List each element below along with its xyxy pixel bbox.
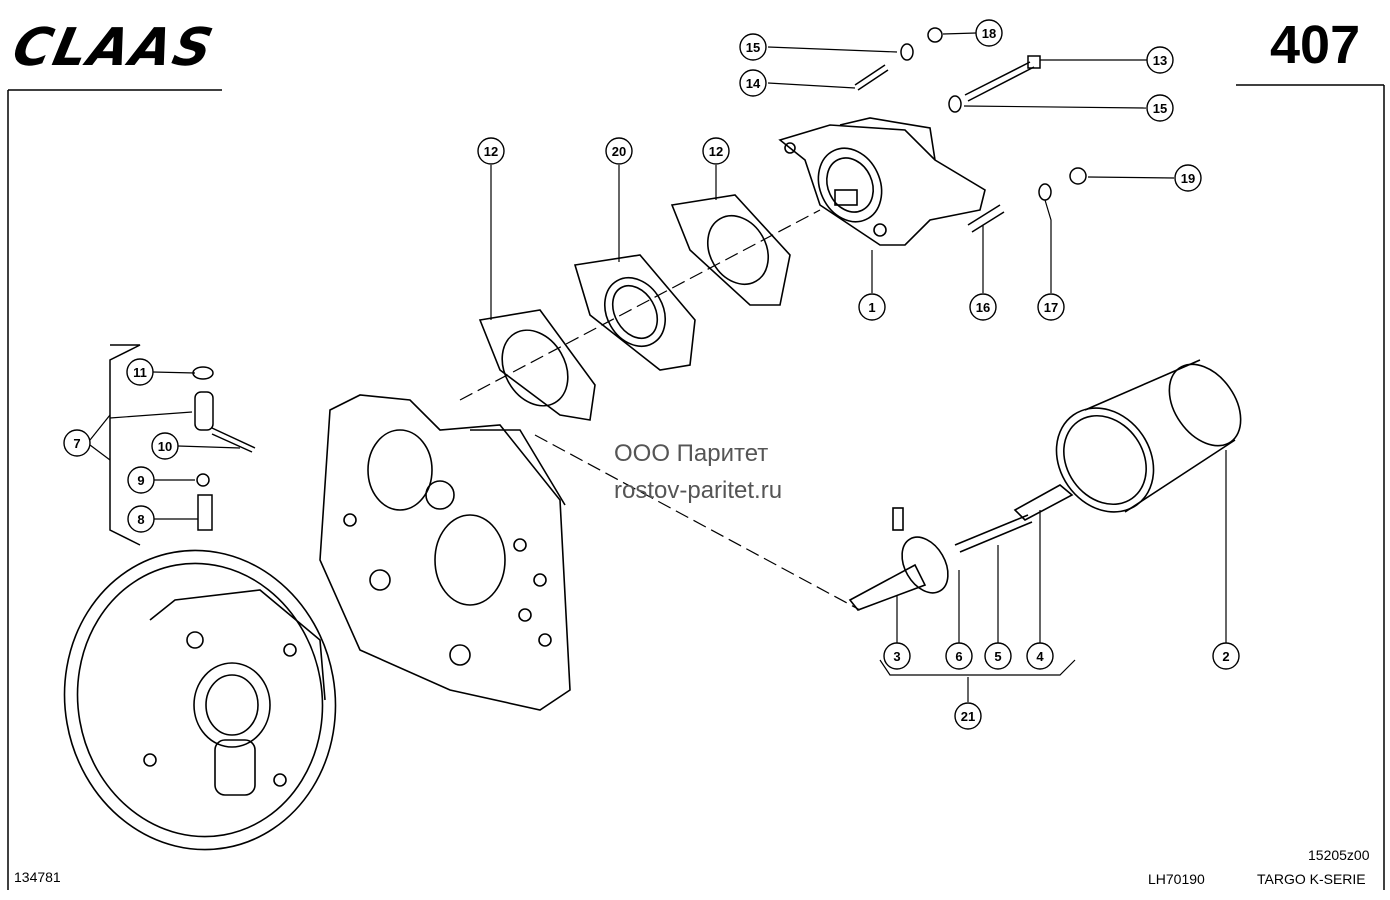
callout-label: 18 bbox=[982, 26, 996, 41]
callout-markers: 15 18 13 14 15 12 20 12 19 1 16 17 11 7 … bbox=[63, 19, 1240, 730]
callout-6: 6 bbox=[945, 642, 973, 670]
filter-and-valve bbox=[848, 359, 1242, 611]
callout-17: 17 bbox=[1037, 293, 1065, 321]
callout-3: 3 bbox=[883, 642, 911, 670]
callout-label: 7 bbox=[73, 436, 80, 451]
callout-label: 13 bbox=[1153, 53, 1167, 68]
page-number: 407 bbox=[1270, 15, 1361, 75]
callout-20: 20 bbox=[605, 137, 633, 165]
callout-15-top: 15 bbox=[739, 33, 767, 61]
gaskets-and-flange bbox=[478, 194, 791, 421]
callout-11: 11 bbox=[126, 358, 154, 386]
callout-label: 19 bbox=[1181, 171, 1195, 186]
callout-label: 9 bbox=[137, 473, 144, 488]
callout-label: 3 bbox=[893, 649, 900, 664]
callout-label: 15 bbox=[1153, 101, 1167, 116]
callout-9: 9 bbox=[127, 466, 155, 494]
callout-12-left: 12 bbox=[477, 137, 505, 165]
transmission-housing bbox=[319, 394, 571, 711]
callout-label: 21 bbox=[961, 709, 975, 724]
callout-label: 8 bbox=[137, 512, 144, 527]
callout-label: 11 bbox=[133, 365, 147, 380]
callout-14: 14 bbox=[739, 69, 767, 97]
callout-label: 5 bbox=[994, 649, 1001, 664]
relief-valve-parts bbox=[109, 344, 256, 546]
callout-15-right: 15 bbox=[1146, 94, 1174, 122]
leader-lines bbox=[89, 32, 1227, 702]
watermark-company: ООО Паритет bbox=[614, 440, 769, 467]
callout-5: 5 bbox=[984, 642, 1012, 670]
series-label: TARGO K-SERIE bbox=[1257, 871, 1366, 887]
footer-left-code: 134781 bbox=[14, 869, 61, 885]
callout-16: 16 bbox=[969, 293, 997, 321]
frame bbox=[7, 84, 1385, 890]
callout-12-right: 12 bbox=[702, 137, 730, 165]
watermark-website: rostov-paritet.ru bbox=[614, 477, 783, 504]
footer-center-code: LH70190 bbox=[1148, 871, 1205, 887]
callout-label: 6 bbox=[955, 649, 962, 664]
callout-13: 13 bbox=[1146, 46, 1174, 74]
callout-4: 4 bbox=[1026, 642, 1054, 670]
callout-label: 4 bbox=[1036, 649, 1044, 664]
callout-2: 2 bbox=[1212, 642, 1240, 670]
callout-label: 16 bbox=[976, 300, 990, 315]
claas-logo: CLAAS bbox=[7, 18, 220, 78]
hydraulic-pump bbox=[778, 117, 986, 246]
callout-label: 10 bbox=[158, 439, 172, 454]
callout-label: 2 bbox=[1222, 649, 1229, 664]
callout-7: 7 bbox=[63, 429, 91, 457]
callout-18: 18 bbox=[975, 19, 1003, 47]
callout-label: 12 bbox=[709, 144, 723, 159]
figure-code: 15205z00 bbox=[1308, 847, 1370, 863]
callout-19: 19 bbox=[1174, 164, 1202, 192]
flywheel-housing bbox=[63, 549, 337, 851]
callout-label: 14 bbox=[746, 76, 761, 91]
assembly-axes bbox=[459, 209, 861, 611]
callout-label: 15 bbox=[746, 40, 760, 55]
callout-8: 8 bbox=[127, 505, 155, 533]
callout-21: 21 bbox=[954, 702, 982, 730]
callout-label: 12 bbox=[484, 144, 498, 159]
callout-label: 1 bbox=[868, 300, 875, 315]
callout-1: 1 bbox=[858, 293, 886, 321]
callout-label: 20 bbox=[612, 144, 626, 159]
fasteners bbox=[854, 27, 1087, 233]
callout-label: 17 bbox=[1044, 300, 1058, 315]
callout-10: 10 bbox=[151, 432, 179, 460]
